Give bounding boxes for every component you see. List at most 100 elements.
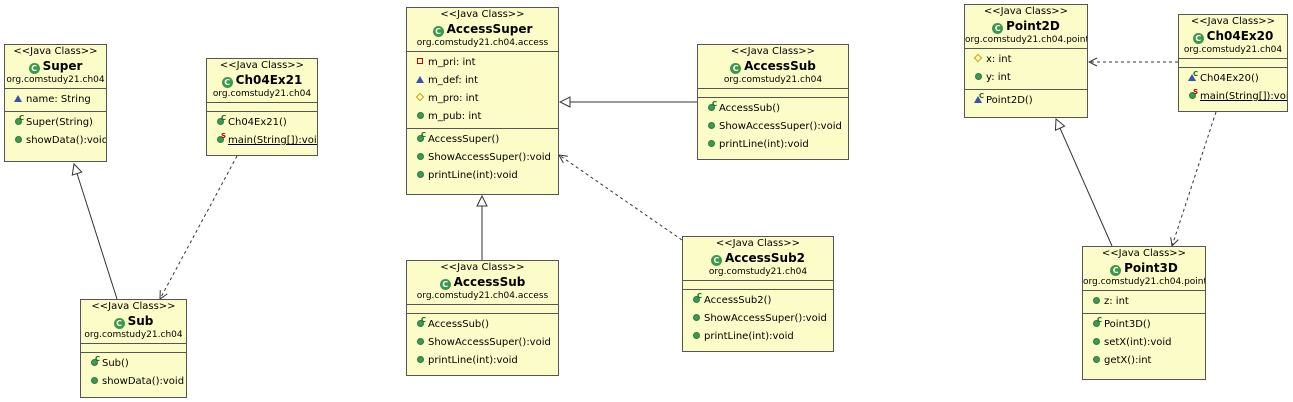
package-name: org.comstudy21.ch04 [6,75,105,85]
public-visibility-icon [14,118,22,125]
class-icon: C [113,318,125,329]
method-row[interactable]: ShowAccessSuper():void [407,149,558,167]
stereotype-label: <<Java Class>> [1190,16,1276,27]
field-row[interactable]: z: int [1083,293,1205,311]
public-visibility-icon [692,314,700,321]
fields-section [81,344,186,353]
public-visibility-icon [416,135,424,142]
field-row[interactable]: m_pri: int [407,54,558,72]
field-row[interactable]: m_pro: int [407,90,558,108]
method-row[interactable]: ShowAccessSuper():void [683,310,833,328]
package-name: org.comstudy21.ch04 [212,89,312,99]
constructor-marker-icon: C [712,100,718,108]
field-row[interactable]: m_pub: int [407,108,558,126]
public-visibility-icon [1092,338,1100,345]
method-row[interactable]: printLine(int):void [698,136,848,154]
field-row[interactable]: m_def: int [407,72,558,90]
public-visibility-icon [416,112,424,119]
constructor-marker-icon: C [19,114,25,122]
method-row[interactable]: ShowAccessSuper():void [698,118,848,136]
public-visibility-icon [692,296,700,303]
fields-section: z: int [1083,291,1205,314]
method-row[interactable]: getX():int [1083,352,1205,370]
public-visibility-icon [1092,297,1100,304]
method-row[interactable]: showData():void [81,373,186,391]
package-name: org.comstudy21.ch04.access [416,291,549,301]
public-visibility-icon [416,320,424,327]
class-icon: C [432,26,444,37]
public-visibility-icon [707,122,715,129]
private-visibility-icon [417,58,423,64]
package-name: org.comstudy21.ch04.point [1083,277,1206,287]
package-default-visibility-icon [974,96,982,103]
constructor-marker-icon: C [979,92,985,100]
method-row[interactable]: setX(int):void [1083,334,1205,352]
public-visibility-icon [1092,320,1100,327]
field-row[interactable]: name: String [5,91,106,109]
public-visibility-icon [1092,356,1100,363]
public-visibility-icon [974,73,982,80]
class-icon: C [1110,265,1122,276]
class-icon: C [221,77,233,88]
field-row[interactable]: y: int [965,69,1087,87]
public-visibility-icon [90,359,98,366]
method-row[interactable]: printLine(int):void [407,352,558,370]
constructor-marker-icon: C [1193,70,1199,78]
package-name: org.comstudy21.ch04 [1183,45,1283,55]
package-name: org.comstudy21.ch04 [84,330,183,340]
static-marker-icon: S [221,132,227,140]
field-row[interactable]: x: int [965,51,1087,69]
constructor-marker-icon: C [221,114,227,122]
package-name: org.comstudy21.ch04 [723,75,823,85]
stereotype-label: <<Java Class>> [13,46,98,57]
method-row[interactable]: printLine(int):void [683,328,833,346]
generalization-sub-to-super [74,164,118,300]
fields-section [683,281,833,290]
method-row[interactable]: showData():void [5,132,106,150]
method-row[interactable]: ShowAccessSuper():void [407,334,558,352]
method-row[interactable]: printLine(int):void [407,167,558,185]
public-visibility-icon [707,104,715,111]
